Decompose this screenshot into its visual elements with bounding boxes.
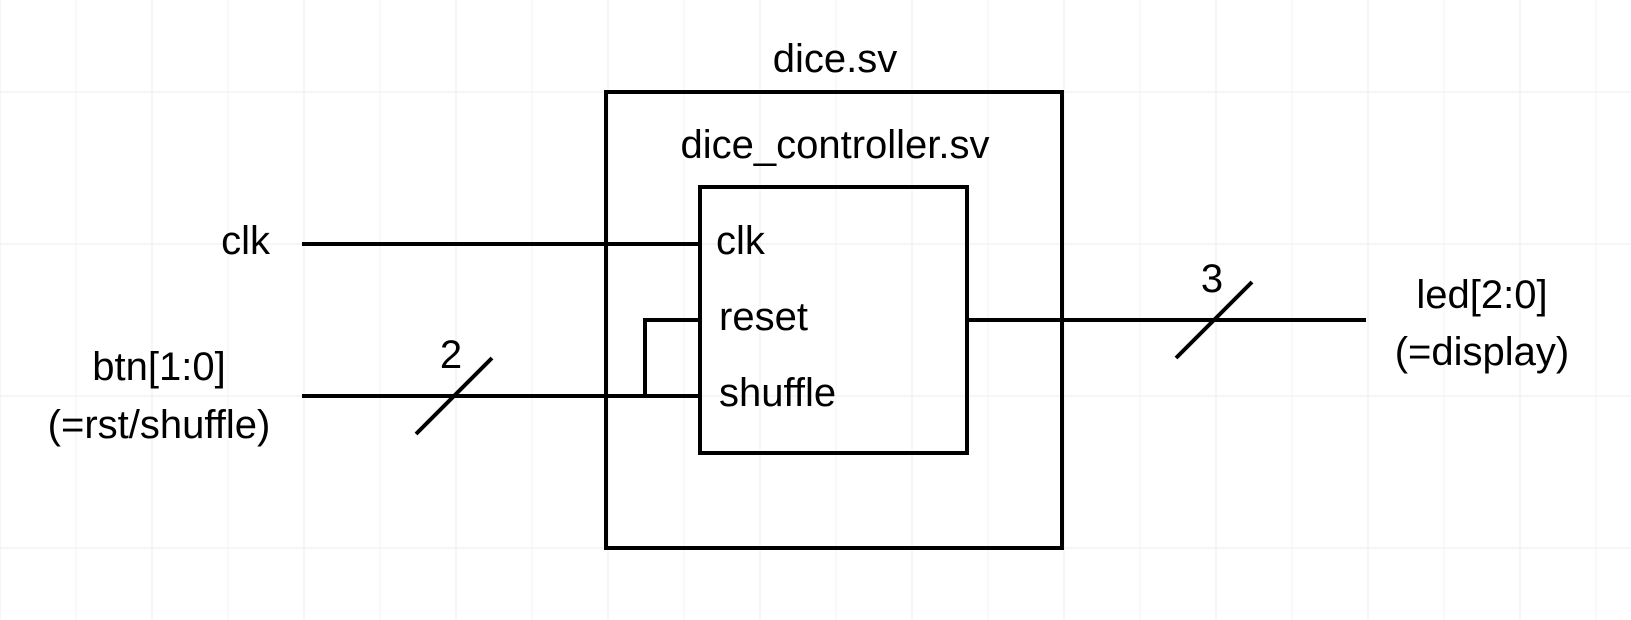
bus-width-btn: 2	[440, 333, 462, 377]
output-label-led: led[2:0]	[1416, 273, 1547, 317]
port-label-clk: clk	[716, 219, 766, 263]
port-label-reset: reset	[719, 295, 808, 339]
input-label-btn-desc: (=rst/shuffle)	[48, 403, 271, 447]
input-label-clk: clk	[221, 219, 271, 263]
input-label-btn: btn[1:0]	[92, 345, 225, 389]
inner-module-title: dice_controller.sv	[680, 123, 989, 167]
bus-width-led: 3	[1201, 257, 1223, 301]
bus-slash-led	[1174, 280, 1254, 360]
port-label-shuffle: shuffle	[719, 371, 836, 415]
outer-module-title: dice.sv	[773, 37, 898, 81]
bus-slash-btn	[414, 356, 494, 436]
output-label-led-desc: (=display)	[1395, 330, 1570, 374]
wire-btn-to-reset	[643, 318, 700, 396]
